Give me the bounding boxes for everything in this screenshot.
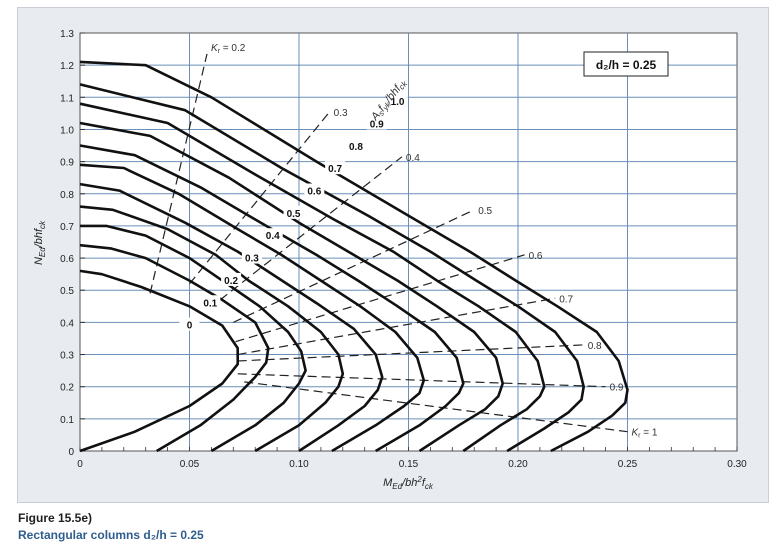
legend-box: d₂/h = 0.25 — [583, 51, 669, 77]
figure-title: Figure 15.5e) — [18, 511, 93, 525]
curve-label-bg — [200, 295, 221, 309]
x-tick-label: 0.20 — [508, 459, 528, 470]
x-tick-label: 0.05 — [180, 459, 200, 470]
curve-labels: 0 0.1 0.2 0.3 0.4 0.5 0.6 0.7 0.8 0.9 1.0 — [179, 94, 408, 332]
y-tick-label: 0.9 — [60, 158, 74, 169]
x-tick-label: 0.10 — [289, 459, 309, 470]
curve-label-bg — [221, 272, 242, 286]
y-tick-label: 0.4 — [60, 318, 74, 329]
curve-0.8 — [79, 102, 546, 453]
interaction-curves — [79, 60, 629, 453]
figure-subtitle: Rectangular columns d₂/h = 0.25 — [18, 528, 204, 542]
curve-0.9 — [79, 83, 585, 453]
y-tick-label: 0.2 — [60, 383, 74, 394]
x-tick-label: 0.30 — [727, 459, 747, 470]
curve-0.1 — [79, 243, 270, 453]
curve-label-bg — [366, 116, 387, 130]
curve-label-bg — [241, 250, 262, 264]
kr-label: 0.6 — [529, 251, 543, 262]
curve-label-bg — [283, 205, 304, 219]
curve-label: 0.1 — [203, 298, 217, 309]
curve-label-bg — [262, 228, 283, 242]
curve-label: 0.7 — [328, 164, 342, 175]
curve-label: 0.3 — [245, 254, 259, 265]
curve-label-bg — [304, 183, 325, 197]
curve-0.6 — [79, 144, 465, 453]
x-tick-label: 0 — [77, 459, 83, 470]
kr-label: Kr = 0.2 — [211, 43, 246, 55]
x-tick-label: 0.15 — [399, 459, 419, 470]
curve-label-bg — [325, 161, 346, 175]
y-tick-label: 0.5 — [60, 286, 74, 297]
y-tick-label: 0 — [68, 447, 74, 458]
kr-label: 0.3 — [334, 108, 348, 119]
kr-line — [237, 373, 606, 388]
kr-label: 0.8 — [588, 341, 602, 352]
x-axis-label: MEd/bh2fck — [383, 475, 434, 491]
kr-label: 0.9 — [610, 383, 624, 394]
y-tick-label: 0.8 — [60, 190, 74, 201]
kr-label: 0.5 — [478, 206, 492, 217]
x-tick-label: 0.25 — [618, 459, 638, 470]
kr-label: 0.4 — [406, 153, 420, 164]
curve-label: 0.2 — [224, 276, 238, 287]
curve-0.2 — [80, 224, 307, 453]
kr-label: 0.7 — [559, 294, 573, 305]
y-tick-label: 0.7 — [60, 222, 74, 233]
curve-label-bg — [179, 317, 200, 331]
y-axis-label: NEd/bhfck — [33, 220, 47, 265]
curve-0.4 — [79, 182, 384, 453]
curve-label: 0.8 — [349, 142, 363, 153]
y-tick-label: 1.3 — [60, 29, 74, 40]
curve-label-bg — [387, 94, 408, 108]
kr-label: Kr = 1 — [632, 428, 658, 440]
y-tick-label: 0.3 — [60, 351, 74, 362]
kr-line — [189, 111, 331, 285]
y-tick-label: 1.0 — [60, 125, 74, 136]
curve-0 — [79, 269, 239, 453]
curve-0.3 — [79, 205, 345, 453]
y-tick-label: 0.6 — [60, 254, 74, 265]
kr-line — [233, 209, 475, 323]
curve-label: 0.4 — [266, 231, 280, 242]
curve-0.7 — [79, 121, 504, 453]
y-tick-label: 0.1 — [60, 415, 74, 426]
kr-line — [244, 381, 628, 433]
y-tick-label: 1.2 — [60, 61, 74, 72]
curve-1.0 — [79, 60, 629, 453]
curve-label: 0 — [187, 321, 193, 332]
legend-text: d₂/h = 0.25 — [596, 58, 657, 72]
curve-label: 1.0 — [391, 97, 405, 108]
curve-0.5 — [79, 163, 426, 453]
y-tick-label: 1.1 — [60, 93, 74, 104]
curve-label: 0.5 — [287, 209, 301, 220]
kr-line — [237, 297, 556, 356]
figure-caption: Figure 15.5e) Rectangular columns d₂/h =… — [18, 510, 204, 544]
curve-label-bg — [345, 138, 366, 152]
curve-label: 0.6 — [307, 187, 321, 198]
curve-label: 0.9 — [370, 119, 384, 130]
